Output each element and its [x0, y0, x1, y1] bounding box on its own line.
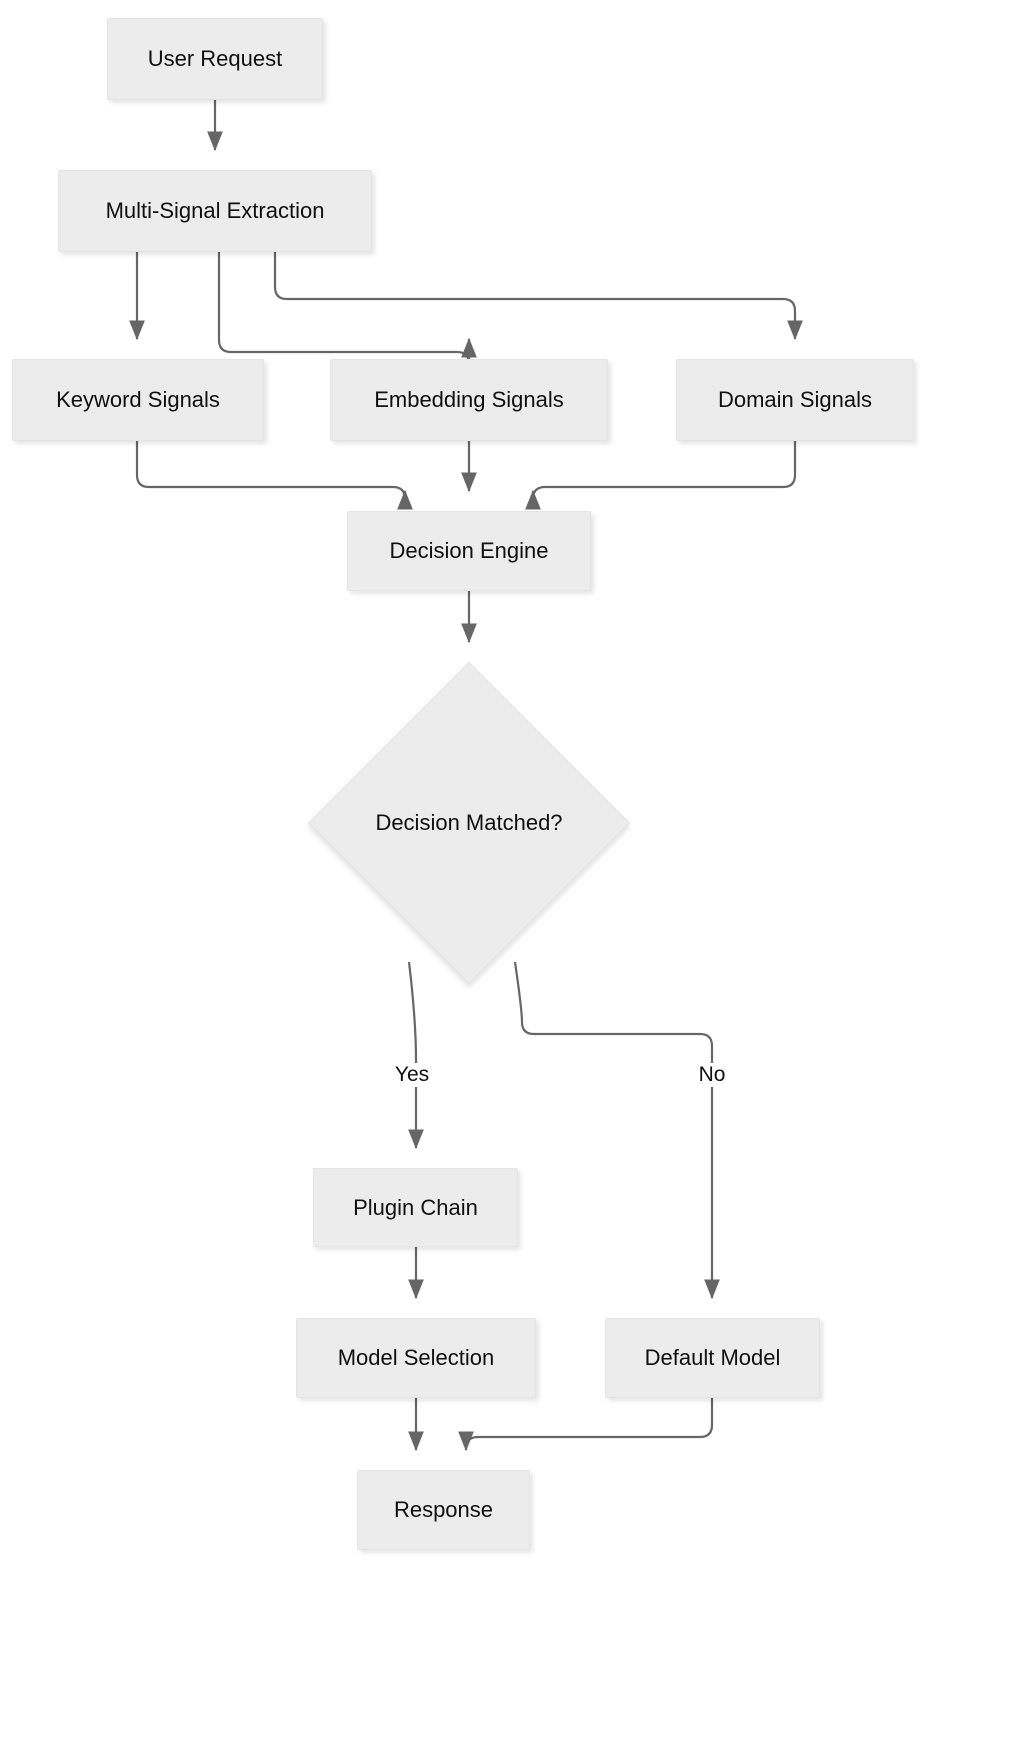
edge-keyword-signals-to-decision-engine: [135, 441, 413, 510]
node-label: Decision Engine: [389, 538, 549, 564]
edge-label-yes: Yes: [391, 1063, 433, 1087]
edge-multi-signal-to-embedding-signals: [217, 252, 477, 366]
edge-decision-matched-to-plugin-chain: [407, 961, 424, 1150]
node-label: Response: [393, 1497, 494, 1523]
node-keyword-signals[interactable]: Keyword Signals: [12, 359, 264, 441]
node-label: Multi-Signal Extraction: [105, 198, 325, 224]
edge-decision-matched-to-default-model: [513, 961, 720, 1300]
node-response[interactable]: Response: [357, 1470, 530, 1550]
node-label: User Request: [147, 46, 283, 72]
node-label: Plugin Chain: [353, 1194, 478, 1220]
edge-multi-signal-to-domain-signals: [273, 252, 803, 341]
node-decision-engine[interactable]: Decision Engine: [347, 511, 591, 591]
node-plugin-chain[interactable]: Plugin Chain: [313, 1168, 518, 1247]
node-embedding-signals[interactable]: Embedding Signals: [330, 359, 608, 441]
node-default-model[interactable]: Default Model: [605, 1318, 820, 1398]
node-label: Model Selection: [337, 1345, 495, 1371]
edge-default-model-to-response: [458, 1398, 714, 1452]
node-label: Default Model: [644, 1345, 781, 1371]
node-domain-signals[interactable]: Domain Signals: [676, 359, 914, 441]
node-model-selection[interactable]: Model Selection: [296, 1318, 536, 1398]
node-user-request[interactable]: User Request: [107, 18, 323, 100]
node-label: Keyword Signals: [56, 387, 220, 413]
node-multi-signal-extraction[interactable]: Multi-Signal Extraction: [58, 170, 372, 252]
node-label: Embedding Signals: [374, 387, 564, 413]
edge-label-no: No: [695, 1063, 729, 1087]
node-label: Domain Signals: [717, 387, 873, 413]
edge-domain-signals-to-decision-engine: [525, 441, 797, 510]
